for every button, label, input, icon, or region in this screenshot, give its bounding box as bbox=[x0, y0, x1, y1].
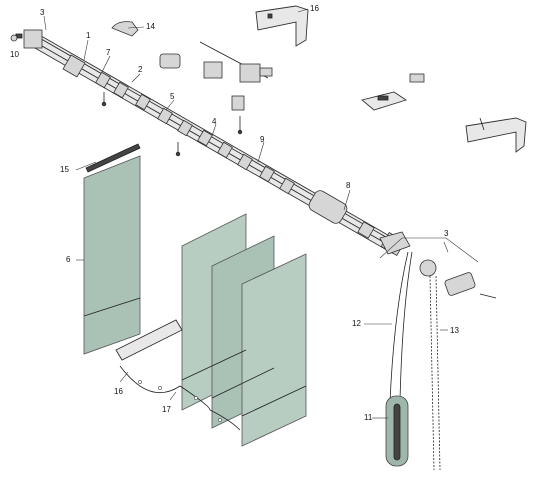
callout-9: 9 bbox=[260, 135, 265, 144]
callout-1: 1 bbox=[86, 31, 91, 40]
callout-12: 12 bbox=[352, 319, 361, 328]
control-unit bbox=[379, 231, 497, 299]
callout-2: 2 bbox=[138, 65, 143, 74]
callout-16-top: 16 bbox=[310, 4, 319, 13]
callout-6: 6 bbox=[66, 255, 71, 264]
wall-bracket-top bbox=[255, 5, 309, 47]
callout-10: 10 bbox=[10, 50, 19, 59]
callout-16-bottom: 16 bbox=[114, 387, 123, 396]
callout-7: 7 bbox=[106, 48, 111, 57]
wall-bracket-right bbox=[465, 117, 527, 153]
vane-single bbox=[83, 143, 141, 355]
callout-11: 11 bbox=[364, 413, 373, 422]
mounting-plate bbox=[361, 91, 408, 111]
callout-8: 8 bbox=[346, 181, 351, 190]
callout-15: 15 bbox=[60, 165, 69, 174]
loose-parts-cluster bbox=[159, 41, 425, 111]
callout-5: 5 bbox=[170, 92, 175, 101]
vane-stack bbox=[181, 213, 307, 447]
callout-13: 13 bbox=[450, 326, 459, 335]
part-14-clip bbox=[111, 21, 139, 37]
callout-17: 17 bbox=[162, 405, 171, 414]
leader-lines bbox=[43, 8, 449, 419]
bottom-chain bbox=[115, 319, 241, 431]
screws-under-rail bbox=[101, 92, 243, 157]
callout-3-top: 3 bbox=[40, 8, 45, 17]
callout-3-right: 3 bbox=[444, 229, 449, 238]
callout-14: 14 bbox=[146, 22, 155, 31]
control-chain bbox=[429, 275, 441, 471]
control-cord bbox=[385, 251, 413, 467]
end-cap-left bbox=[10, 29, 43, 49]
callout-4: 4 bbox=[212, 117, 217, 126]
callout-labels: 3 10 1 7 2 14 5 4 9 8 16 15 6 3 12 13 11… bbox=[10, 4, 459, 422]
